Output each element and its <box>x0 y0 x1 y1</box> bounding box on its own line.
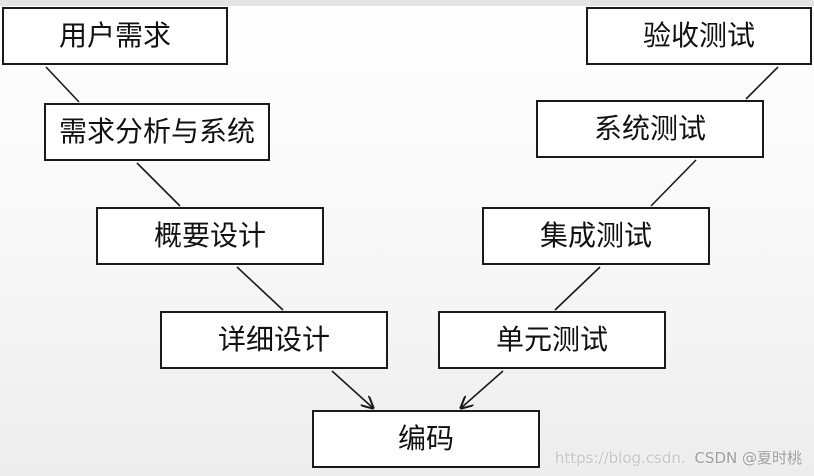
node-label: 系统测试 <box>593 112 706 145</box>
node-label: 单元测试 <box>495 323 608 356</box>
node-label: 需求分析与系统 <box>58 115 255 148</box>
watermark-text: CSDN @夏时桃 <box>694 449 802 467</box>
connector-accept-sys <box>745 66 779 100</box>
connector-dd-code <box>331 370 373 408</box>
watermark: https://blog.csdn. CSDN @夏时桃 <box>555 447 802 468</box>
connector-hld-dd <box>236 266 284 311</box>
node-detailed-design: 详细设计 <box>160 311 388 369</box>
node-system-testing: 系统测试 <box>536 100 764 158</box>
node-high-level-design: 概要设计 <box>96 207 324 265</box>
node-integration-testing: 集成测试 <box>482 207 710 265</box>
node-requirements-analysis: 需求分析与系统 <box>44 103 270 161</box>
top-frame-strip <box>0 0 814 6</box>
connector-ana-hld <box>136 162 181 207</box>
watermark-url: https://blog.csdn. <box>554 449 686 467</box>
node-label: 用户需求 <box>58 19 171 52</box>
node-label: 详细设计 <box>217 323 330 356</box>
node-label: 验收测试 <box>642 19 755 52</box>
node-coding: 编码 <box>312 410 540 468</box>
node-label: 编码 <box>397 422 454 455</box>
connector-sys-integ <box>650 159 697 207</box>
connector-req-ana <box>45 66 80 103</box>
connector-integ-unit <box>554 266 601 311</box>
node-user-requirements: 用户需求 <box>2 7 228 65</box>
node-unit-testing: 单元测试 <box>438 311 666 369</box>
node-acceptance-testing: 验收测试 <box>586 7 812 65</box>
node-label: 概要设计 <box>153 219 266 252</box>
node-label: 集成测试 <box>539 219 652 252</box>
connector-unit-code <box>461 370 504 408</box>
